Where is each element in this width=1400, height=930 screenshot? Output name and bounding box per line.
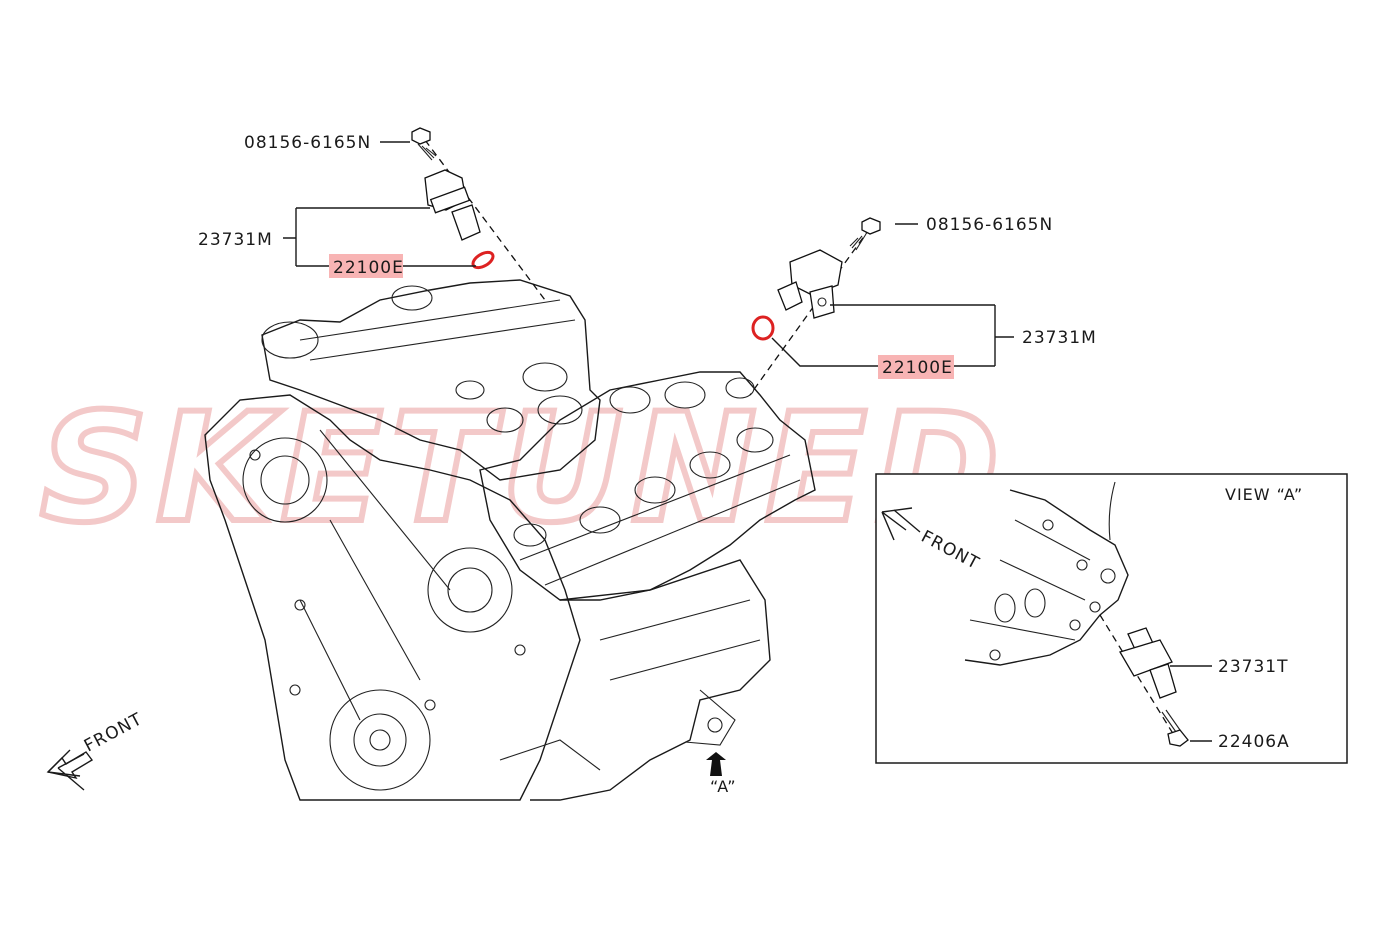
highlight-box-right: [878, 355, 954, 379]
cam-sensor-icon-right: [777, 249, 843, 319]
bolt-icon-left: [411, 127, 437, 161]
part-label-bolt-right: 08156-6165N: [926, 215, 1053, 235]
inset-frame: [875, 473, 1348, 764]
front-arrow-icon-inset: [881, 507, 921, 541]
inset-view-a: [875, 473, 1348, 764]
part-label-oring-right: 22100E: [882, 358, 953, 378]
oring-icon-left: [471, 250, 495, 270]
front-arrow-icon: [46, 749, 94, 791]
sensor-assembly-left: [283, 127, 546, 301]
part-label-sensor-inset: 23731T: [1218, 657, 1288, 677]
watermark-logo: SKETUNED: [40, 382, 1007, 556]
sensor-assembly-right: [749, 217, 1014, 396]
front-label-main: FRONT: [81, 709, 146, 756]
part-label-bolt-left: 08156-6165N: [244, 133, 371, 153]
inset-title: VIEW “A”: [1225, 485, 1303, 504]
view-a-arrow-icon: [706, 752, 726, 776]
part-label-sensor-right: 23731M: [1022, 328, 1097, 348]
cam-sensor-icon-left: [424, 169, 481, 241]
crank-sensor-icon: [1119, 627, 1177, 699]
part-label-sensor-left: 23731M: [198, 230, 273, 250]
highlight-box-left: [329, 254, 403, 278]
bolt-icon-right: [849, 217, 881, 251]
part-label-oring-left: 22100E: [333, 258, 404, 278]
oring-icon-right: [751, 315, 775, 341]
part-label-bolt-inset: 22406A: [1218, 732, 1290, 752]
engine-illustration: [204, 279, 816, 801]
view-a-marker-label: “A”: [710, 777, 736, 796]
bolt-icon-inset: [1161, 709, 1189, 747]
